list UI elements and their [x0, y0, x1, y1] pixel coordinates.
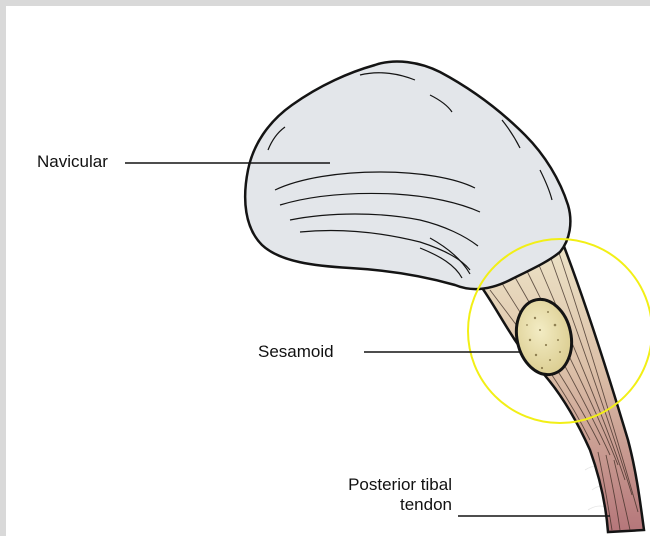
tendon-label-line-1: Posterior tibal	[318, 475, 452, 495]
posterior-tibial-tendon-label: Posterior tibal tendon	[318, 475, 452, 515]
navicular-label: Navicular	[37, 152, 108, 172]
sesamoid-label: Sesamoid	[258, 342, 334, 362]
tendon-label-line-2: tendon	[318, 495, 452, 515]
navicular-bone	[245, 61, 570, 289]
